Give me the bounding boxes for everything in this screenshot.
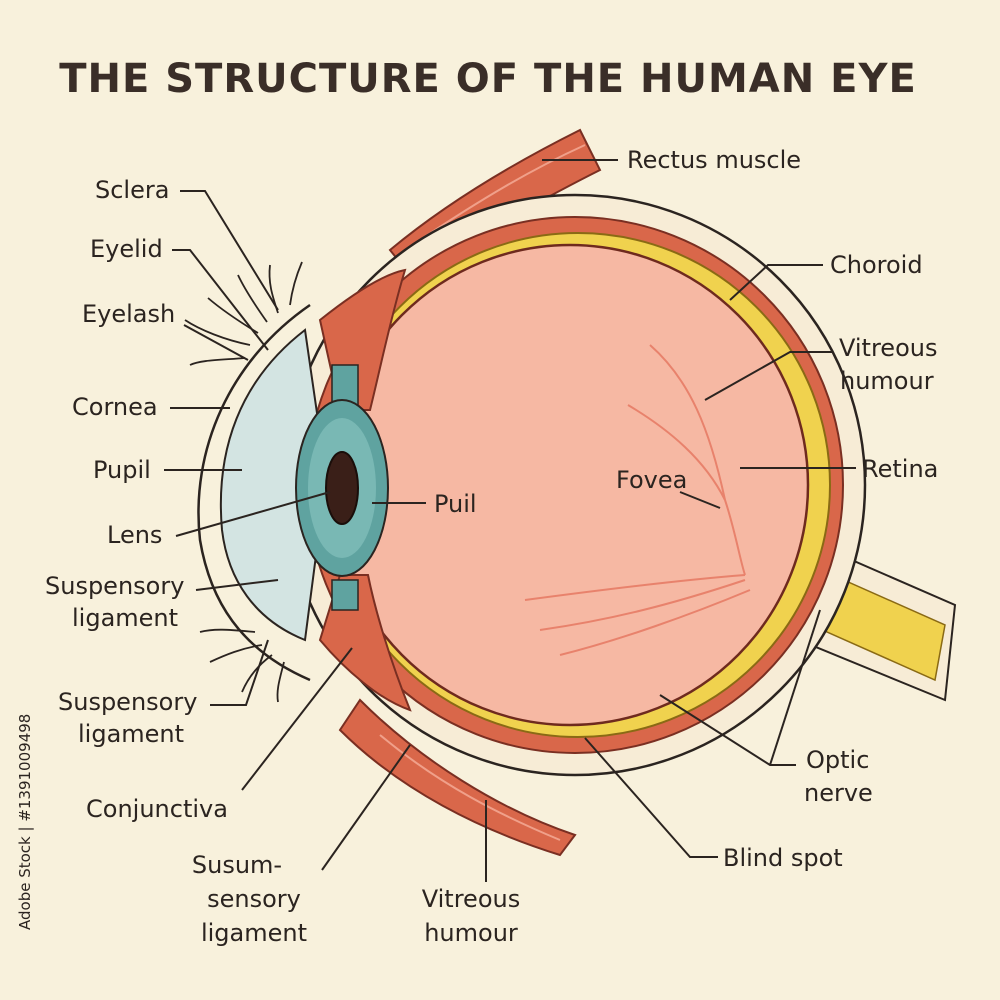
label-lens: Lens xyxy=(107,521,162,549)
front-sclera-edge xyxy=(197,303,311,682)
label-fovea: Fovea xyxy=(616,466,687,494)
label-retina: Retina xyxy=(862,455,938,483)
label-puil: Puil xyxy=(434,490,477,518)
eyelashes-bottom xyxy=(199,628,285,703)
rectus-muscle-bottom xyxy=(338,698,577,857)
label-vitreous-bottom-2: humour xyxy=(424,919,518,947)
label-suspensory-ligament-1b: ligament xyxy=(72,604,178,632)
label-suspensory-ligament-2b: ligament xyxy=(78,720,184,748)
label-eyelid: Eyelid xyxy=(90,235,163,263)
label-susum-1: Susum- xyxy=(192,851,282,879)
cornea xyxy=(219,328,319,642)
label-pupil: Pupil xyxy=(93,456,151,484)
blood-vessels xyxy=(524,344,751,656)
label-conjunctiva: Conjunctiva xyxy=(86,795,228,823)
suspensory-ligaments xyxy=(331,364,359,611)
label-susum-3: ligament xyxy=(201,919,307,947)
label-cornea: Cornea xyxy=(72,393,158,421)
label-suspensory-ligament-2a: Suspensory xyxy=(58,688,197,716)
label-blind-spot: Blind spot xyxy=(723,844,843,872)
label-vitreous-right-1: Vitreous xyxy=(839,334,937,362)
label-choroid: Choroid xyxy=(830,251,923,279)
stock-watermark: Adobe Stock | #1391009498 xyxy=(16,714,34,930)
label-sclera: Sclera xyxy=(95,176,169,204)
diagram-title: THE STRUCTURE OF THE HUMAN EYE xyxy=(59,56,917,102)
label-eyelash: Eyelash xyxy=(82,300,175,328)
leader-lines xyxy=(164,159,856,882)
label-optic-nerve-1: Optic xyxy=(806,746,869,774)
label-vitreous-right-2: humour xyxy=(840,367,934,395)
label-suspensory-ligament-1a: Suspensory xyxy=(45,572,184,600)
pupil xyxy=(325,451,359,525)
label-susum-2: sensory xyxy=(207,885,301,913)
label-optic-nerve-2: nerve xyxy=(804,779,873,807)
label-vitreous-bottom-1: Vitreous xyxy=(422,885,520,913)
label-rectus-muscle: Rectus muscle xyxy=(627,146,801,174)
